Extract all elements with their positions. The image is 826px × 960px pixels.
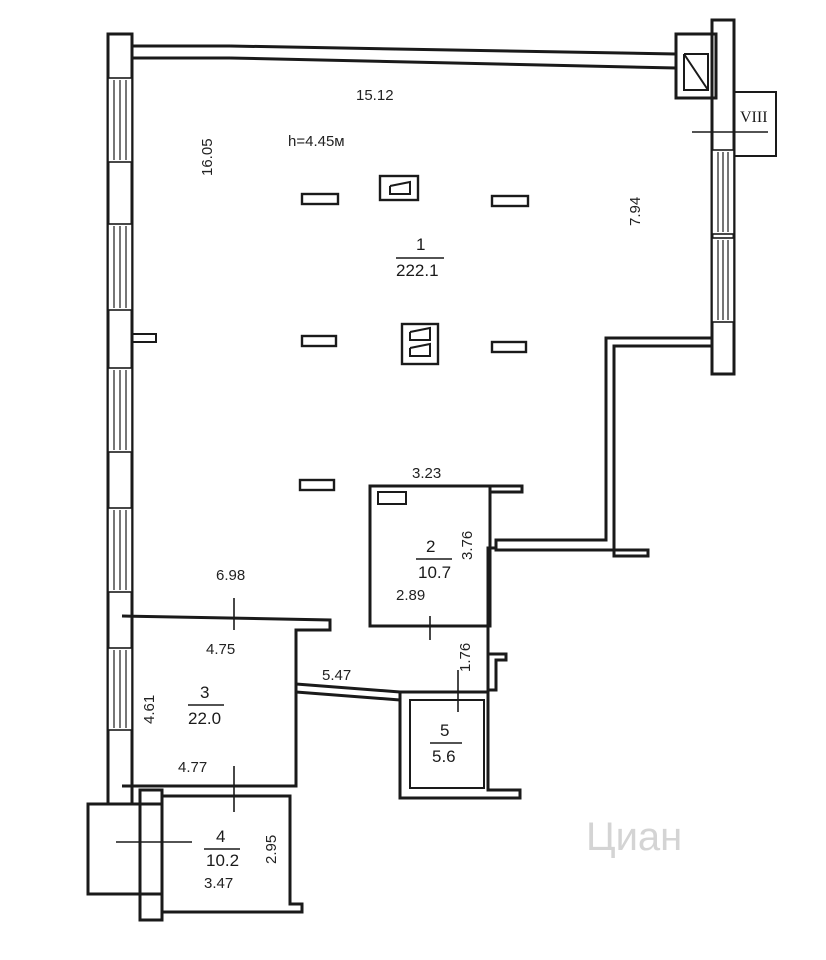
dim-room2-side: 3.76 [459,531,476,560]
dim-left-height: 16.05 [199,138,216,176]
height-note: h=4.45м [288,133,345,150]
dim-corridor-gap: 1.76 [457,643,474,672]
dim-right-height: 7.94 [627,197,644,226]
room-4-area: 10.2 [206,851,239,870]
dim-room2-bottom: 2.89 [396,587,425,604]
dim-room4-bottom: 3.47 [204,875,233,892]
columns [298,174,530,492]
room-1-number: 1 [416,235,425,254]
dim-room3-side: 4.61 [141,695,158,724]
room-1-area: 222.1 [396,261,439,280]
stair-label: VIII [740,109,768,126]
room-2-walls [368,484,524,640]
dim-room2-top: 3.23 [412,465,441,482]
right-windows [711,149,735,323]
room-5-walls [398,670,522,800]
room-4-number: 4 [216,827,225,846]
room-3-number: 3 [200,683,209,702]
dim-top-width: 15.12 [356,87,394,104]
room-labels: 1 222.1 2 10.7 3 22.0 4 10.2 5 5.6 VIII [188,109,768,870]
room-5-area: 5.6 [432,747,456,766]
room-3-area: 22.0 [188,709,221,728]
dimension-labels: 15.12 16.05 h=4.45м 7.94 3.23 3.76 2.89 … [141,87,644,892]
dim-room3-bottom: 4.77 [178,759,207,776]
watermark: Циан [586,815,682,859]
room-3-walls [121,598,401,788]
left-windows [107,77,157,731]
dim-room3-top-outer: 6.98 [216,567,245,584]
room-5-number: 5 [440,721,449,740]
room-4-walls [86,766,304,922]
room-2-number: 2 [426,537,435,556]
dim-room4-side: 2.95 [263,835,280,864]
dim-corridor-length: 5.47 [322,667,351,684]
room-2-area: 10.7 [418,563,451,582]
dim-room3-top: 4.75 [206,641,235,658]
